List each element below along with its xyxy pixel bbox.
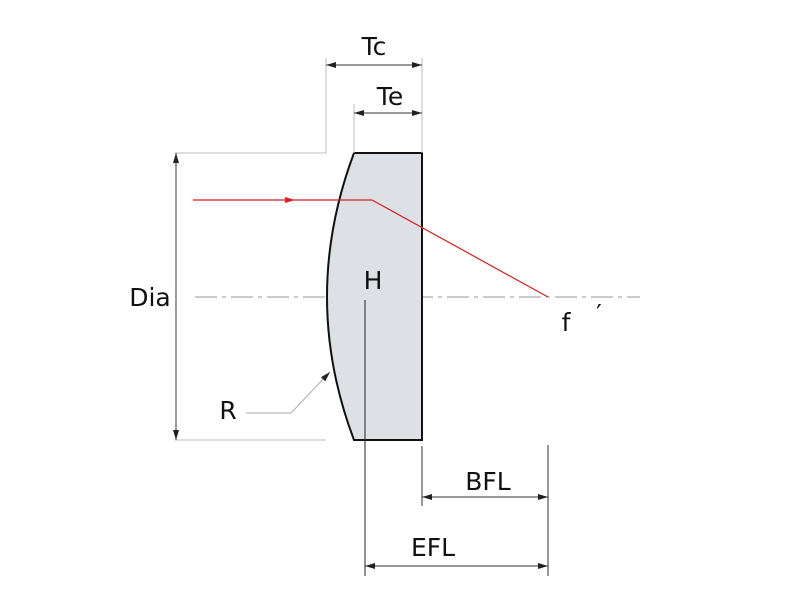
focal-point-label: f — [562, 308, 572, 337]
tc-label: Tc — [361, 32, 387, 61]
dia-label: Dia — [129, 283, 171, 312]
bfl-label: BFL — [465, 467, 511, 496]
te-label: Te — [376, 82, 403, 111]
radius-leader — [246, 371, 331, 414]
r-label: R — [219, 396, 236, 425]
efl-label: EFL — [411, 533, 455, 562]
ray-refracted — [371, 199, 549, 298]
h-label: H — [364, 266, 383, 295]
plano-concave-lens — [326, 152, 423, 441]
focal-prime-mark: ′ — [596, 299, 602, 328]
tc-extension-left — [175, 58, 327, 154]
